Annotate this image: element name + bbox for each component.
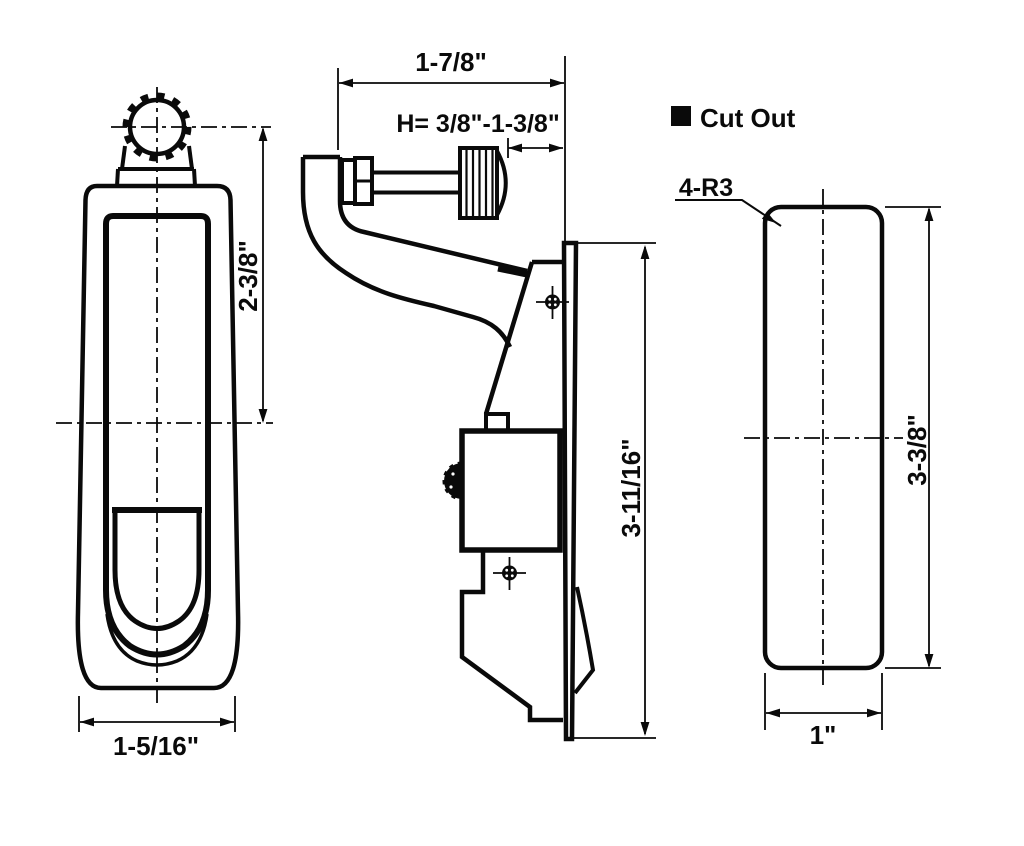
mounting-panel xyxy=(561,240,579,742)
latch-pawl xyxy=(573,586,596,695)
dim-front-height xyxy=(258,127,268,423)
cutout-view xyxy=(671,106,941,730)
cam-housing xyxy=(459,428,563,553)
upper-bracket xyxy=(483,259,564,415)
front-view-centerlines xyxy=(56,87,273,705)
dim-side-height xyxy=(574,242,656,739)
latch-body-outline xyxy=(75,183,241,691)
labels: 2-3/8" 1-5/16" 1-7/8" H= 3/8"-1-3/8" 3-1… xyxy=(113,47,932,761)
side-view xyxy=(300,56,656,742)
dim-side-depth xyxy=(337,56,566,243)
dim-grip-range xyxy=(507,138,563,158)
dim-label-cutout-width: 1" xyxy=(810,720,837,750)
front-view xyxy=(56,87,273,732)
dim-cutout-width xyxy=(764,673,883,730)
dim-label-front-width: 1-5/16" xyxy=(113,731,199,761)
front-view-neck xyxy=(115,145,197,187)
housing-notch xyxy=(484,412,510,431)
dim-label-corner-radius: 4-R3 xyxy=(679,174,733,202)
cam-knurl xyxy=(442,461,463,501)
mount-screw-bottom xyxy=(493,557,526,590)
dim-cutout-height xyxy=(885,206,941,669)
dim-label-side-depth: 1-7/8" xyxy=(415,47,487,77)
handle-recess xyxy=(103,213,211,658)
cutout-centerlines xyxy=(744,189,903,687)
dim-label-front-height: 2-3/8" xyxy=(233,240,263,312)
knob-dome xyxy=(495,150,508,216)
corner-radius-leader xyxy=(675,199,782,227)
dim-label-grip-range: H= 3/8"-1-3/8" xyxy=(396,110,559,138)
lower-bracket xyxy=(459,550,563,723)
dim-front-width xyxy=(78,696,236,732)
legend-label: Cut Out xyxy=(700,103,796,133)
mount-screw-top xyxy=(536,286,569,319)
dim-label-cutout-height: 3-3/8" xyxy=(902,414,932,486)
adjust-screw xyxy=(340,146,508,220)
legend-swatch xyxy=(671,106,691,126)
dim-label-side-height: 3-11/16" xyxy=(616,438,646,537)
